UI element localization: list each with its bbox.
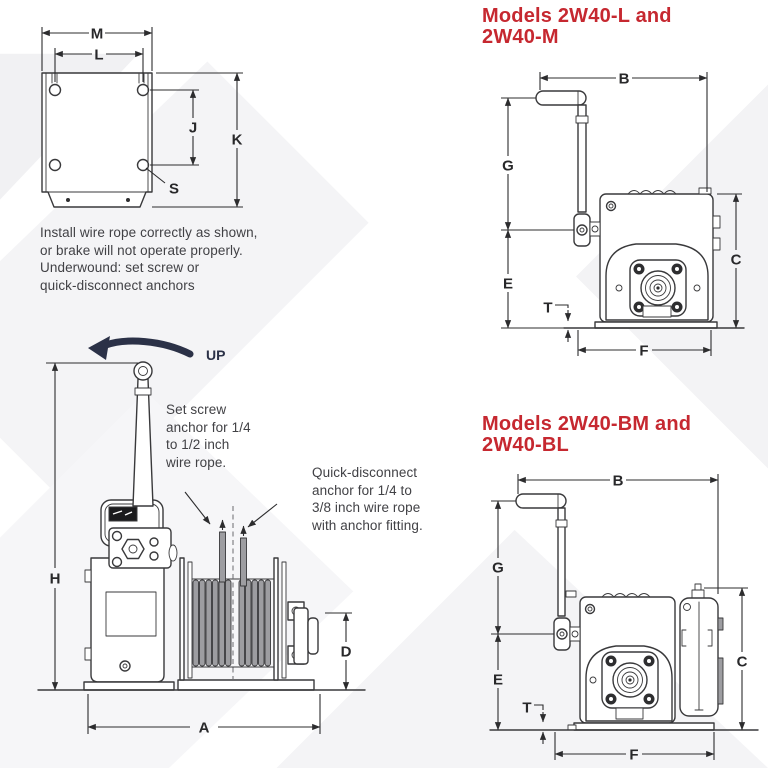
quick-disconnect-leader — [247, 503, 278, 528]
dim-label-f: F — [639, 342, 648, 359]
crank-handle — [535, 90, 601, 247]
set-screw-note: Set screw anchor for 1/4 to 1/2 inch wir… — [166, 401, 286, 471]
title-line: Models 2W40-BM and — [482, 413, 692, 435]
winch-body — [565, 590, 676, 724]
quick-disconnect-anchor-post — [240, 525, 247, 587]
brand-plate — [108, 506, 138, 522]
note-line: with anchor fitting. — [312, 517, 423, 533]
dimension-L: L — [54, 46, 144, 82]
front-view-drawing: UP — [37, 336, 366, 736]
dimension-E: E — [501, 229, 564, 329]
plate-outline — [41, 72, 153, 208]
note-line: wire rope. — [166, 454, 227, 470]
up-label: UP — [206, 347, 225, 363]
dimension-T: T — [543, 299, 572, 342]
dimension-A: A — [87, 694, 321, 736]
dim-label-e: E — [493, 671, 503, 688]
title-line: Models 2W40-L and — [482, 5, 672, 27]
quick-disconnect-note: Quick-disconnect anchor for 1/4 to 3/8 i… — [312, 464, 472, 534]
dim-label-j: J — [189, 119, 197, 136]
dimension-D: D — [325, 612, 352, 691]
dim-label-b: B — [619, 70, 630, 87]
dim-label-s: S — [169, 180, 179, 197]
up-direction-arrow: UP — [88, 336, 225, 363]
dimension-F: F — [577, 330, 712, 359]
wire-rope-coils — [192, 579, 271, 667]
dim-label-t: T — [522, 699, 531, 716]
note-line: anchor for 1/4 to — [312, 482, 413, 498]
dim-label-m: M — [91, 25, 104, 42]
dim-label-t: T — [543, 299, 552, 316]
mounting-plate-drawing: M L J K S — [41, 25, 243, 208]
dimension-E: E — [493, 633, 503, 731]
note-line: to 1/2 inch — [166, 437, 230, 452]
dim-label-b: B — [613, 472, 624, 489]
crank-handle — [515, 493, 581, 651]
dim-label-k: K — [232, 131, 243, 148]
note-line: Set screw — [166, 402, 227, 417]
title-line: 2W40-BL — [482, 434, 569, 456]
caption-line: or brake will not operate properly. — [40, 242, 243, 258]
base-plate — [489, 722, 759, 731]
ratchet-brake-hub — [287, 601, 319, 665]
dimension-B: B — [517, 472, 719, 594]
note-line: Quick-disconnect — [312, 465, 418, 480]
dim-label-g: G — [502, 157, 514, 174]
note-line: anchor for 1/4 — [166, 419, 251, 435]
gearbox-assembly — [83, 499, 178, 691]
dimension-G: G — [501, 97, 574, 231]
install-caption: Install wire rope correctly as shown, or… — [40, 224, 285, 294]
note-line: 3/8 inch wire rope — [312, 500, 421, 515]
set-screw-leader — [184, 491, 211, 525]
callout-S: S — [145, 167, 179, 197]
dim-label-f: F — [629, 746, 638, 763]
dimension-H: H — [46, 362, 138, 691]
dimension-M: M — [41, 25, 153, 71]
set-screw-anchor-post — [219, 519, 226, 583]
dimension-G: G — [491, 500, 554, 635]
dim-label-c: C — [737, 653, 748, 670]
dimension-C: C — [717, 193, 742, 329]
dim-label-l: L — [94, 46, 103, 63]
dimension-F: F — [554, 732, 715, 763]
caption-line: Underwound: set screw or — [40, 260, 200, 275]
dim-label-d: D — [341, 643, 352, 660]
winch-body — [563, 187, 745, 329]
brake-cover — [679, 583, 724, 717]
rope-drum-assembly — [177, 506, 319, 691]
dim-label-g: G — [492, 559, 504, 576]
section-title-models-top: Models 2W40-L and 2W40-M — [482, 6, 768, 48]
dimension-T: T — [522, 699, 547, 744]
dimension-B: B — [539, 70, 708, 192]
dimension-J: J — [150, 89, 199, 166]
title-line: 2W40-M — [482, 26, 559, 48]
dim-label-h: H — [50, 570, 61, 587]
caption-line: quick-disconnect anchors — [40, 277, 195, 293]
dimension-C: C — [704, 587, 748, 731]
vertical-handle — [132, 361, 154, 507]
dim-label-a: A — [199, 719, 210, 736]
side-view-2w40-bm-bl: B G E T C — [489, 472, 759, 763]
dim-label-e: E — [503, 275, 513, 292]
caption-line: Install wire rope correctly as shown, — [40, 225, 258, 240]
dimension-K: K — [152, 72, 243, 208]
side-view-2w40-l-m: B G E T C — [501, 70, 745, 359]
dim-label-c: C — [731, 251, 742, 268]
section-title-models-bottom: Models 2W40-BM and 2W40-BL — [482, 414, 768, 456]
